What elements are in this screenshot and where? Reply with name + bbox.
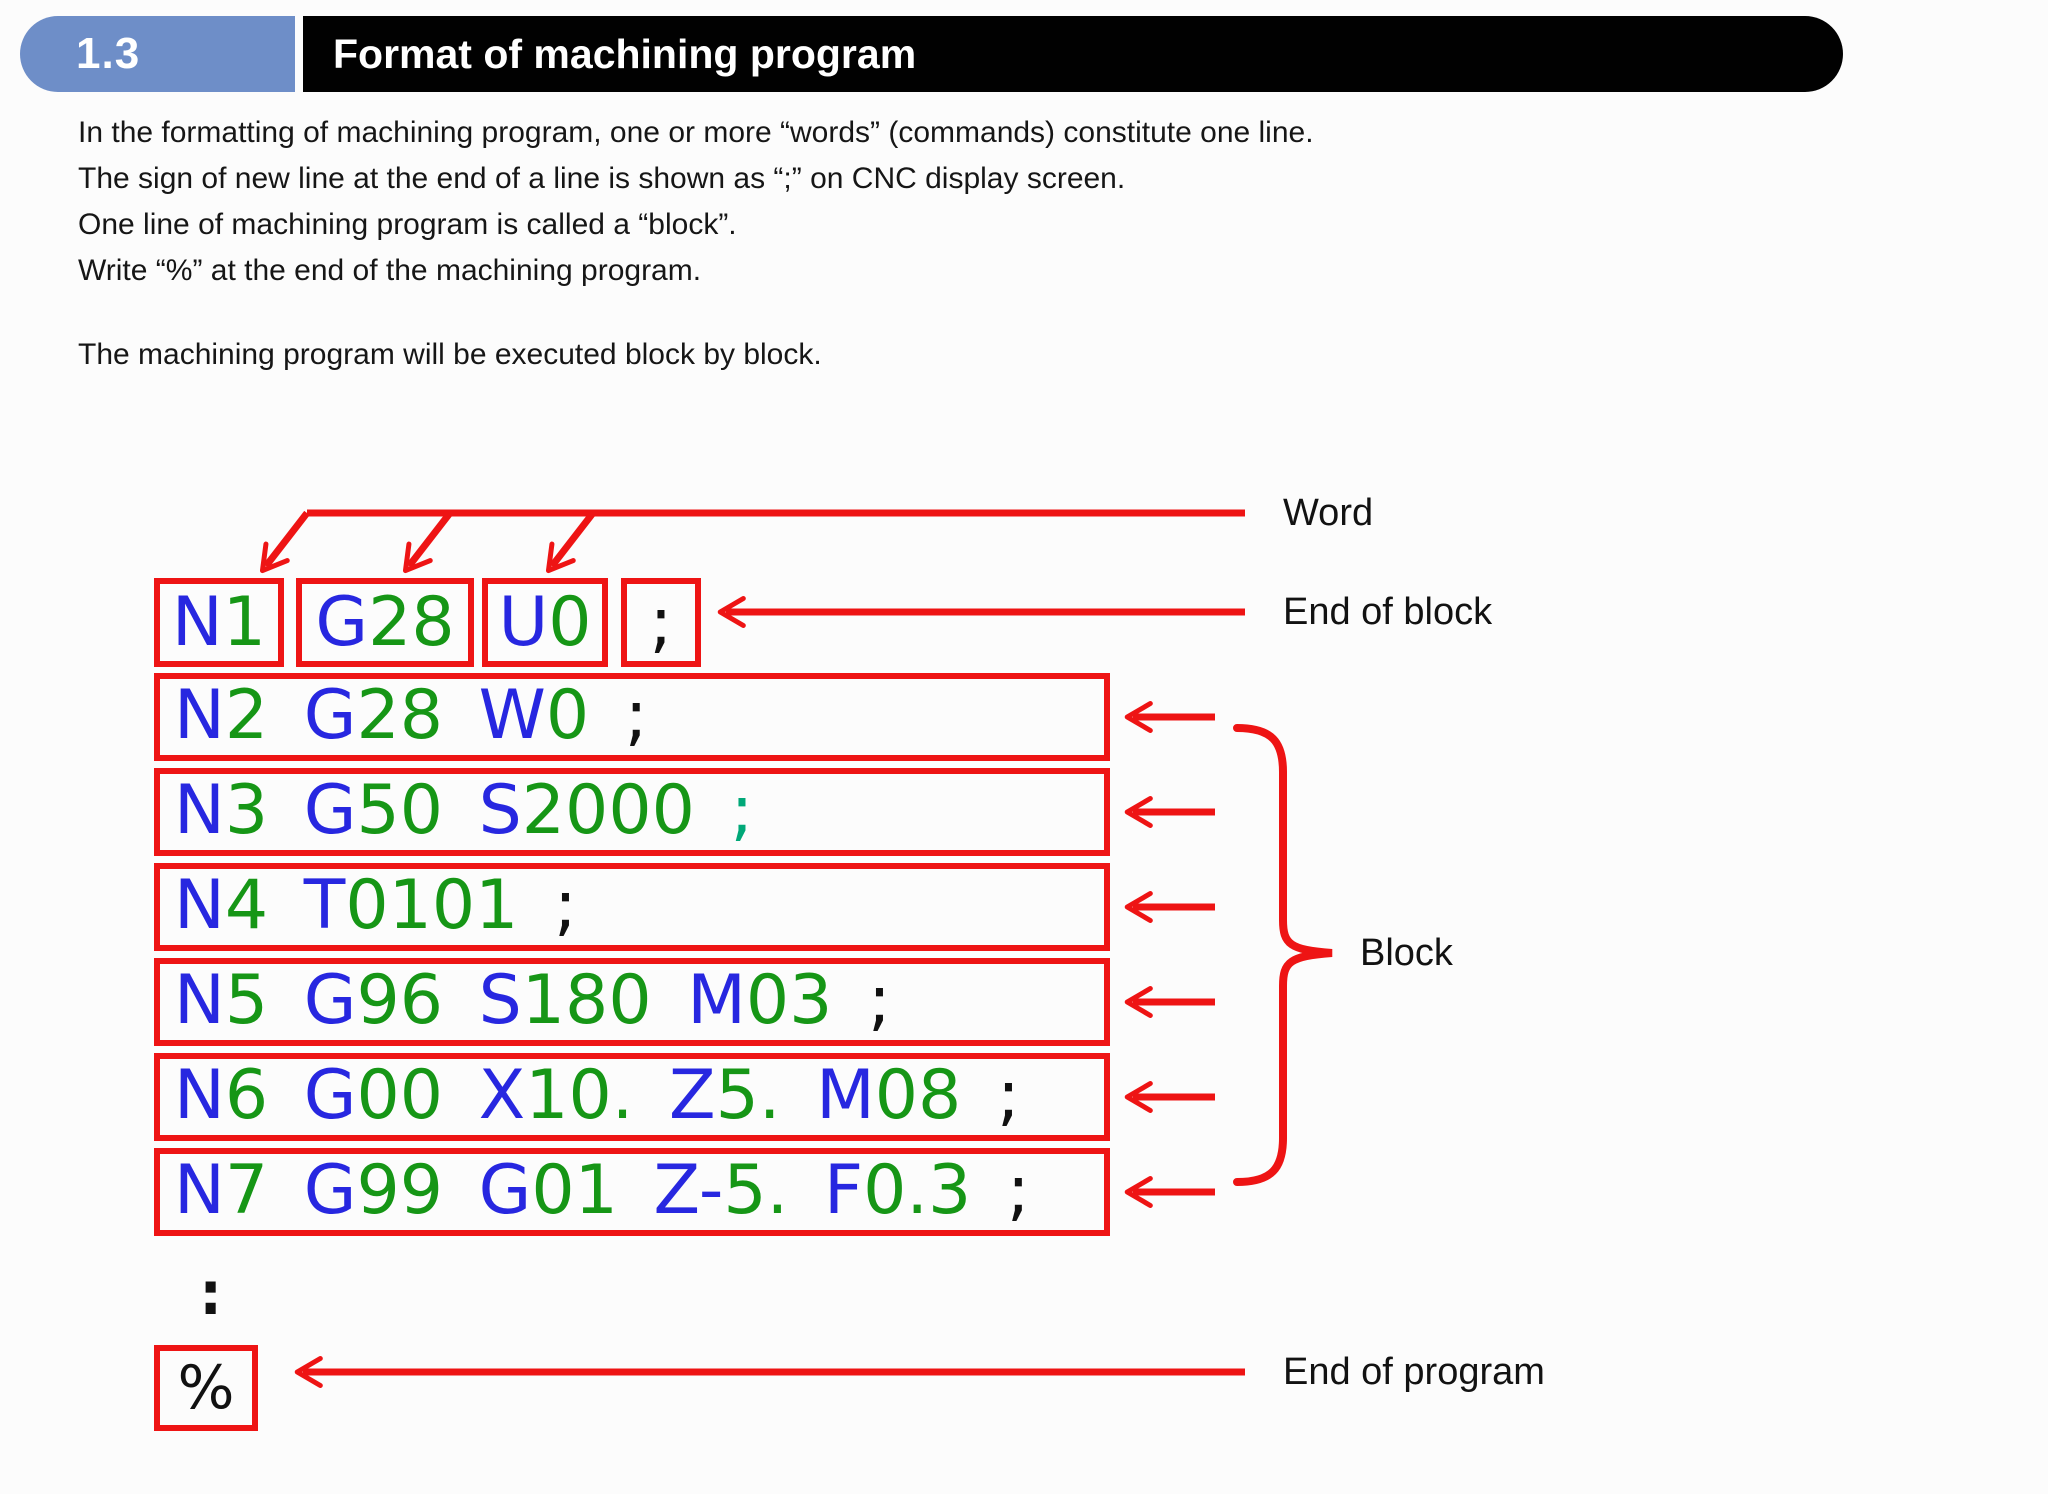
word-arrow-2 [402, 510, 453, 574]
label-block: Block [1360, 932, 1453, 974]
block-brace [1233, 724, 1333, 1186]
continuation-colon: : [192, 1256, 230, 1329]
word-box: G28 [296, 578, 474, 667]
program-word: U0 [498, 583, 592, 662]
program-word: F0.3 [823, 1151, 972, 1230]
intro-line: In the formatting of machining program, … [78, 116, 1314, 149]
program-word: ; [649, 583, 673, 662]
program-word: N2 [174, 676, 269, 755]
program-word: G28 [303, 676, 443, 755]
program-word: ; [1006, 1151, 1030, 1230]
program-word: N1 [171, 583, 267, 662]
program-word: N4 [174, 866, 269, 945]
program-block-row: N7 G99 G01 Z-5. F0.3 ; [154, 1148, 1110, 1236]
program-word: X10. [478, 1056, 634, 1135]
program-word: M08 [816, 1056, 962, 1135]
section-number-badge: 1.3 [20, 16, 295, 92]
program-word: M03 [687, 961, 833, 1040]
program-word: Z-5. [653, 1151, 789, 1230]
program-word: N5 [174, 961, 269, 1040]
program-word: W0 [478, 676, 590, 755]
label-end-of-program: End of program [1283, 1351, 1545, 1393]
intro-line: Write “%” at the end of the machining pr… [78, 254, 702, 287]
program-word: N6 [174, 1056, 269, 1135]
percent-symbol: % [177, 1353, 235, 1423]
program-word: N7 [174, 1151, 269, 1230]
title-bar: Format of machining program [303, 16, 1843, 92]
program-word: G96 [303, 961, 443, 1040]
program-word: ; [554, 866, 577, 945]
intro-line: One line of machining program is called … [78, 208, 737, 241]
program-block-row: N4 T0101 ; [154, 863, 1110, 951]
program-block-row: N6 G00 X10. Z5. M08 ; [154, 1053, 1110, 1141]
section-number: 1.3 [76, 29, 141, 78]
program-word: G28 [315, 583, 455, 662]
program-block-row: N2 G28 W0 ; [154, 673, 1110, 761]
word-box: N1 [154, 578, 284, 667]
program-word: ; [996, 1056, 1020, 1135]
label-end-of-block: End of block [1283, 591, 1493, 633]
program-word: ; [730, 771, 754, 850]
label-word: Word [1283, 492, 1374, 534]
program-word: S180 [478, 961, 652, 1040]
program-word: G01 [478, 1151, 618, 1230]
program-word: G50 [303, 771, 443, 850]
word-arrow-3 [545, 510, 596, 574]
word-box: U0 [482, 578, 608, 667]
intro-paragraph: In the formatting of machining program, … [78, 110, 1314, 294]
program-word: T0101 [303, 866, 519, 945]
page-title: Format of machining program [333, 30, 917, 77]
program-word: S2000 [478, 771, 695, 850]
program-word: G00 [303, 1056, 443, 1135]
intro-note: The machining program will be executed b… [78, 338, 822, 371]
program-word: G99 [303, 1151, 443, 1230]
program-block-row: N5 G96 S180 M03 ; [154, 958, 1110, 1046]
program-word: Z5. [669, 1056, 781, 1135]
program-block-row: N3 G50 S2000 ; [154, 768, 1110, 856]
word-arrow-1 [259, 510, 310, 574]
word-box: ; [621, 578, 701, 667]
intro-line: The sign of new line at the end of a lin… [78, 162, 1126, 195]
program-word: N3 [174, 771, 269, 850]
program-word: ; [868, 961, 891, 1040]
program-word: ; [624, 676, 648, 755]
end-of-program-box: % [154, 1345, 258, 1431]
